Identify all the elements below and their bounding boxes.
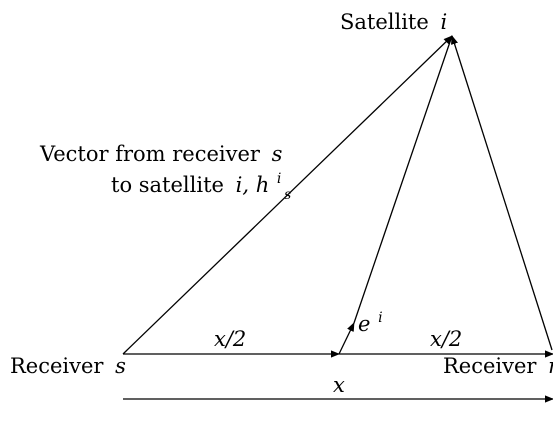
vector-label-line2: to satellite i, h i s — [111, 164, 291, 203]
vector-receiver-s-to-satellite — [122, 35, 453, 355]
baseline-x-label: x — [333, 373, 345, 397]
vector-h-symbol: h — [256, 173, 270, 197]
unit-vector-label: e i — [358, 310, 383, 336]
vector-label-line1: Vector from receiver s — [39, 142, 283, 166]
receiver-s-label: Receiver s — [10, 354, 126, 378]
vector-receiver-m-to-satellite — [451, 35, 553, 351]
half-baseline-left-label: x/2 — [214, 327, 246, 351]
receiver-m-label: Receiver m — [443, 354, 553, 378]
line-e-to-satellite — [353, 35, 453, 324]
satellite-label: Satellite i — [340, 10, 447, 34]
half-baseline-right-label: x/2 — [430, 327, 462, 351]
unit-vector-e-i — [338, 322, 355, 355]
